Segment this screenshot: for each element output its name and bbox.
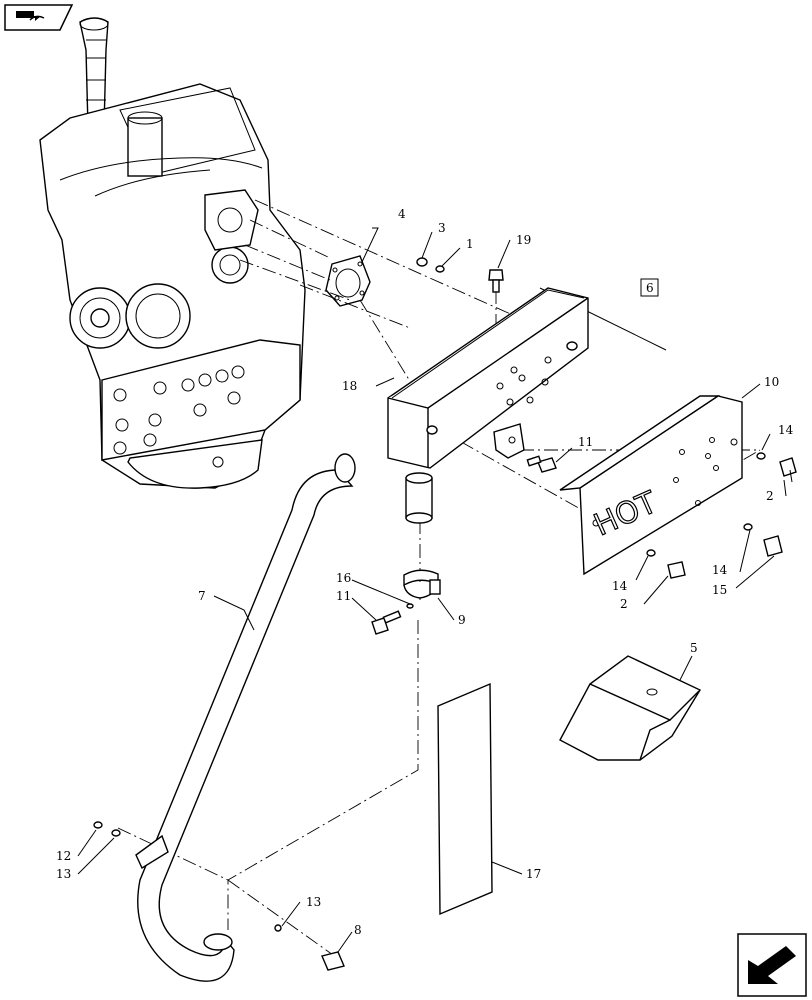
callout-3: 3 xyxy=(438,221,446,235)
warning-decal xyxy=(437,682,493,916)
callout-1: 1 xyxy=(466,237,474,251)
callout-9: 9 xyxy=(458,613,466,627)
callout-13-right: 13 xyxy=(306,895,321,909)
engine-block xyxy=(39,17,306,489)
callout-2-left: 2 xyxy=(620,597,628,611)
leader-lines xyxy=(77,227,793,953)
callout-labels: 4 3 1 19 6 18 10 11 14 2 14 15 14 2 16 1… xyxy=(56,207,794,937)
callout-18: 18 xyxy=(342,379,357,393)
support-bracket xyxy=(559,655,702,761)
callout-4: 4 xyxy=(398,207,406,221)
nut-and-washer xyxy=(416,257,445,273)
callout-10: 10 xyxy=(764,375,779,389)
callout-14-right: 14 xyxy=(712,563,728,577)
tail-pipe xyxy=(135,453,356,982)
callout-19: 19 xyxy=(516,233,531,247)
callout-8: 8 xyxy=(354,923,362,937)
muffler xyxy=(387,287,589,524)
book-arrow-icon[interactable] xyxy=(4,4,74,31)
callout-15: 15 xyxy=(712,583,727,597)
callout-11-muffler: 11 xyxy=(578,435,593,449)
callout-16: 16 xyxy=(336,571,351,585)
callout-13-left: 13 xyxy=(56,867,71,881)
pipe-clamp xyxy=(403,569,441,599)
callout-14-left: 14 xyxy=(612,579,628,593)
bolt-11-clamp xyxy=(371,603,414,635)
bolt-11-muffler xyxy=(526,455,557,473)
callout-12: 12 xyxy=(56,849,71,863)
bolt-19 xyxy=(488,269,504,293)
callout-2-right: 2 xyxy=(766,489,774,503)
callout-7: 7 xyxy=(198,589,206,603)
callout-5: 5 xyxy=(690,641,698,655)
callout-14-top: 14 xyxy=(778,423,794,437)
callout-6: 6 xyxy=(646,281,654,295)
gasket xyxy=(325,255,371,307)
shield-fasteners xyxy=(646,452,797,579)
heat-shield: HOT xyxy=(559,395,743,576)
next-page-arrow-icon[interactable] xyxy=(737,933,807,997)
callout-17: 17 xyxy=(526,867,541,881)
callout-11-clamp: 11 xyxy=(336,589,351,603)
pipe-fasteners xyxy=(93,821,345,971)
